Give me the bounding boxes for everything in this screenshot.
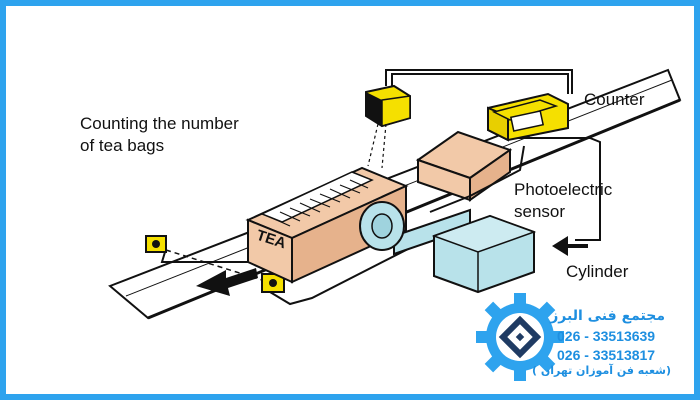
gear-logo-icon <box>476 293 564 381</box>
watermark-name: مجتمع فنی البرز <box>550 308 665 324</box>
direction-arrow <box>196 268 258 296</box>
sensor-wiring <box>160 69 601 306</box>
label-cylinder: Cylinder <box>566 262 629 281</box>
label-photoelectric-line2: sensor <box>514 202 566 221</box>
watermark-phone-2: 026 - 33513817 <box>557 347 656 363</box>
watermark-phone-1: 026 - 33513639 <box>557 328 656 344</box>
watermark-branch: (شعبه فن آموزان تهران ) <box>531 364 671 377</box>
overhead-beam <box>367 123 387 169</box>
cylinder-actuator <box>359 201 537 294</box>
diagram-title-line1: Counting the number <box>80 114 239 133</box>
tea-box-rear <box>415 130 513 202</box>
label-photoelectric-line1: Photoelectric <box>514 180 613 199</box>
label-counter: Counter <box>584 90 645 109</box>
photoelectric-emitter <box>145 235 167 253</box>
cylinder-arrow <box>552 236 588 256</box>
diagram-title-line2: of tea bags <box>80 136 165 155</box>
counter-unit <box>487 92 569 142</box>
overhead-sensor <box>365 84 411 128</box>
